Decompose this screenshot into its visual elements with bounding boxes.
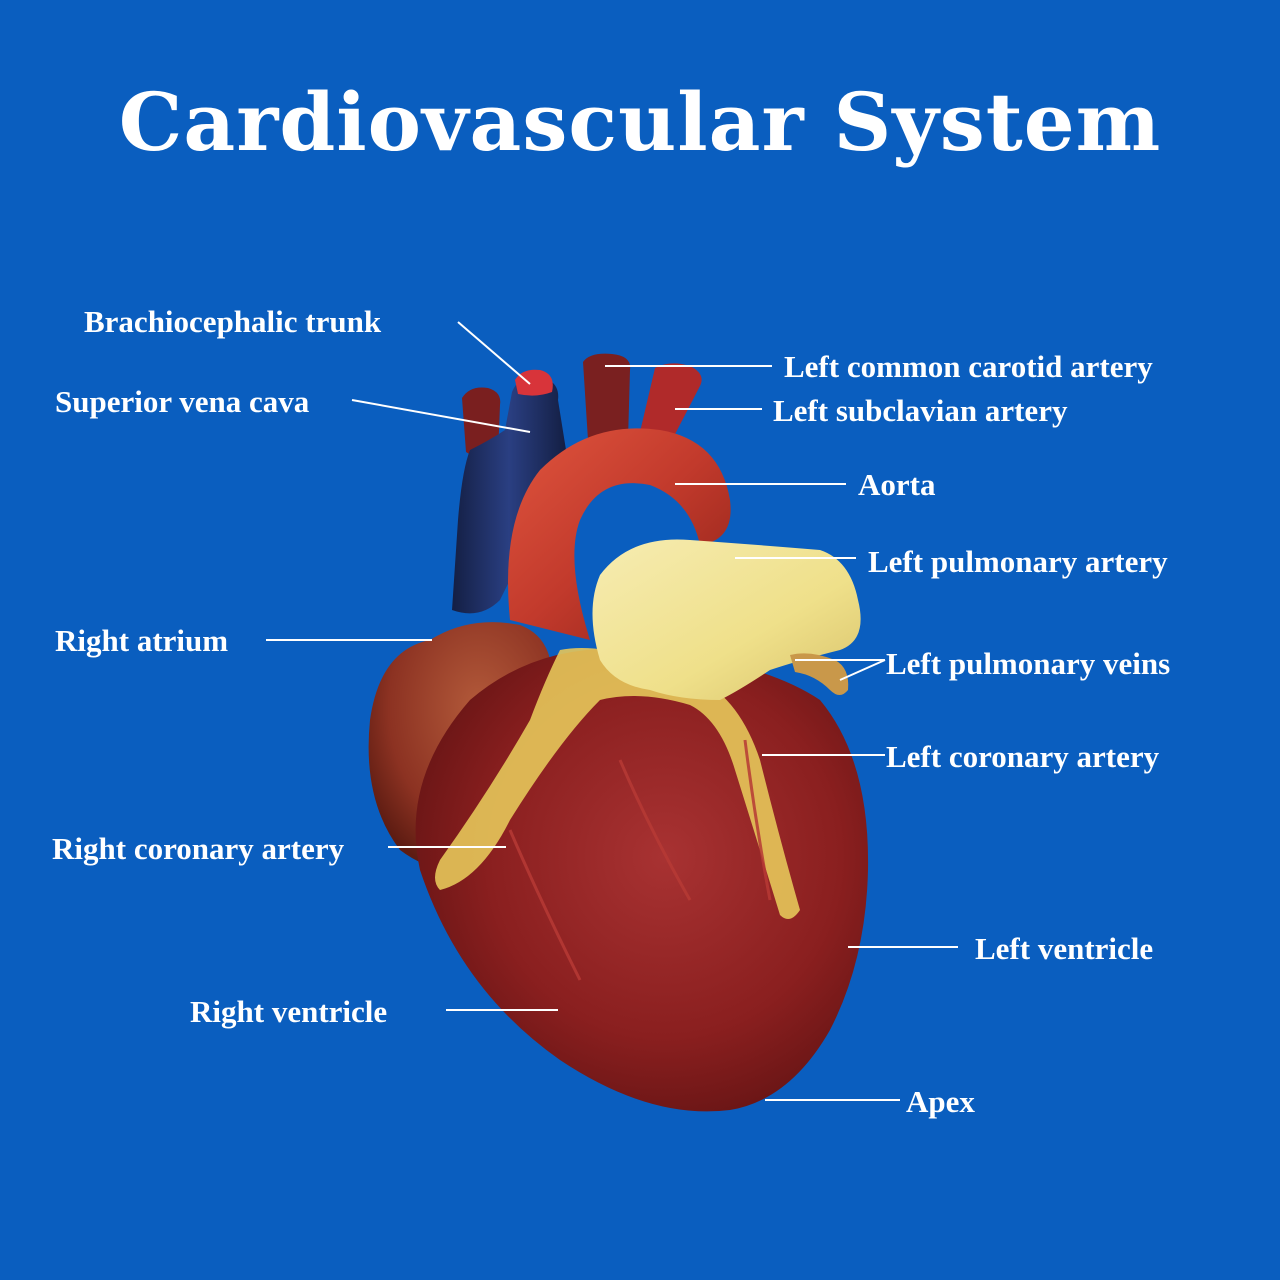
superior-vena-cava-shape — [452, 376, 566, 614]
left-common-carotid-shape — [583, 353, 631, 445]
ventricles-shape — [415, 648, 869, 1112]
coronary-vessels — [508, 739, 772, 981]
leader-superior-vena-cava — [351, 399, 531, 433]
left-subclavian-shape — [640, 363, 702, 442]
leader-brachiocephalic-trunk — [457, 321, 531, 385]
label-left-pulmonary-artery: Left pulmonary artery — [868, 544, 1168, 579]
label-apex: Apex — [906, 1084, 975, 1119]
label-brachiocephalic-trunk: Brachiocephalic trunk — [84, 304, 382, 339]
label-right-coronary-artery: Right coronary artery — [52, 831, 345, 866]
label-left-subclavian-artery: Left subclavian artery — [773, 393, 1068, 428]
pulmonary-veins-shape — [790, 653, 849, 695]
label-right-atrium: Right atrium — [55, 623, 229, 658]
label-right-ventricle: Right ventricle — [190, 994, 388, 1029]
label-left-coronary-artery: Left coronary artery — [886, 739, 1160, 774]
great-vessels — [452, 353, 731, 640]
leader-lines — [266, 321, 958, 1101]
leader-left-pulmonary-veins-b — [839, 659, 886, 681]
aortic-arch-shape — [508, 428, 731, 640]
label-left-ventricle: Left ventricle — [975, 931, 1154, 966]
label-left-pulmonary-veins: Left pulmonary veins — [886, 646, 1171, 681]
label-left-common-carotid-artery: Left common carotid artery — [784, 349, 1153, 384]
label-superior-vena-cava: Superior vena cava — [55, 384, 310, 419]
brachiocephalic-trunk-shape — [515, 369, 553, 396]
label-aorta: Aorta — [858, 467, 936, 502]
fat-band-shape — [435, 648, 800, 919]
page-title: Cardiovascular System — [118, 75, 1162, 169]
